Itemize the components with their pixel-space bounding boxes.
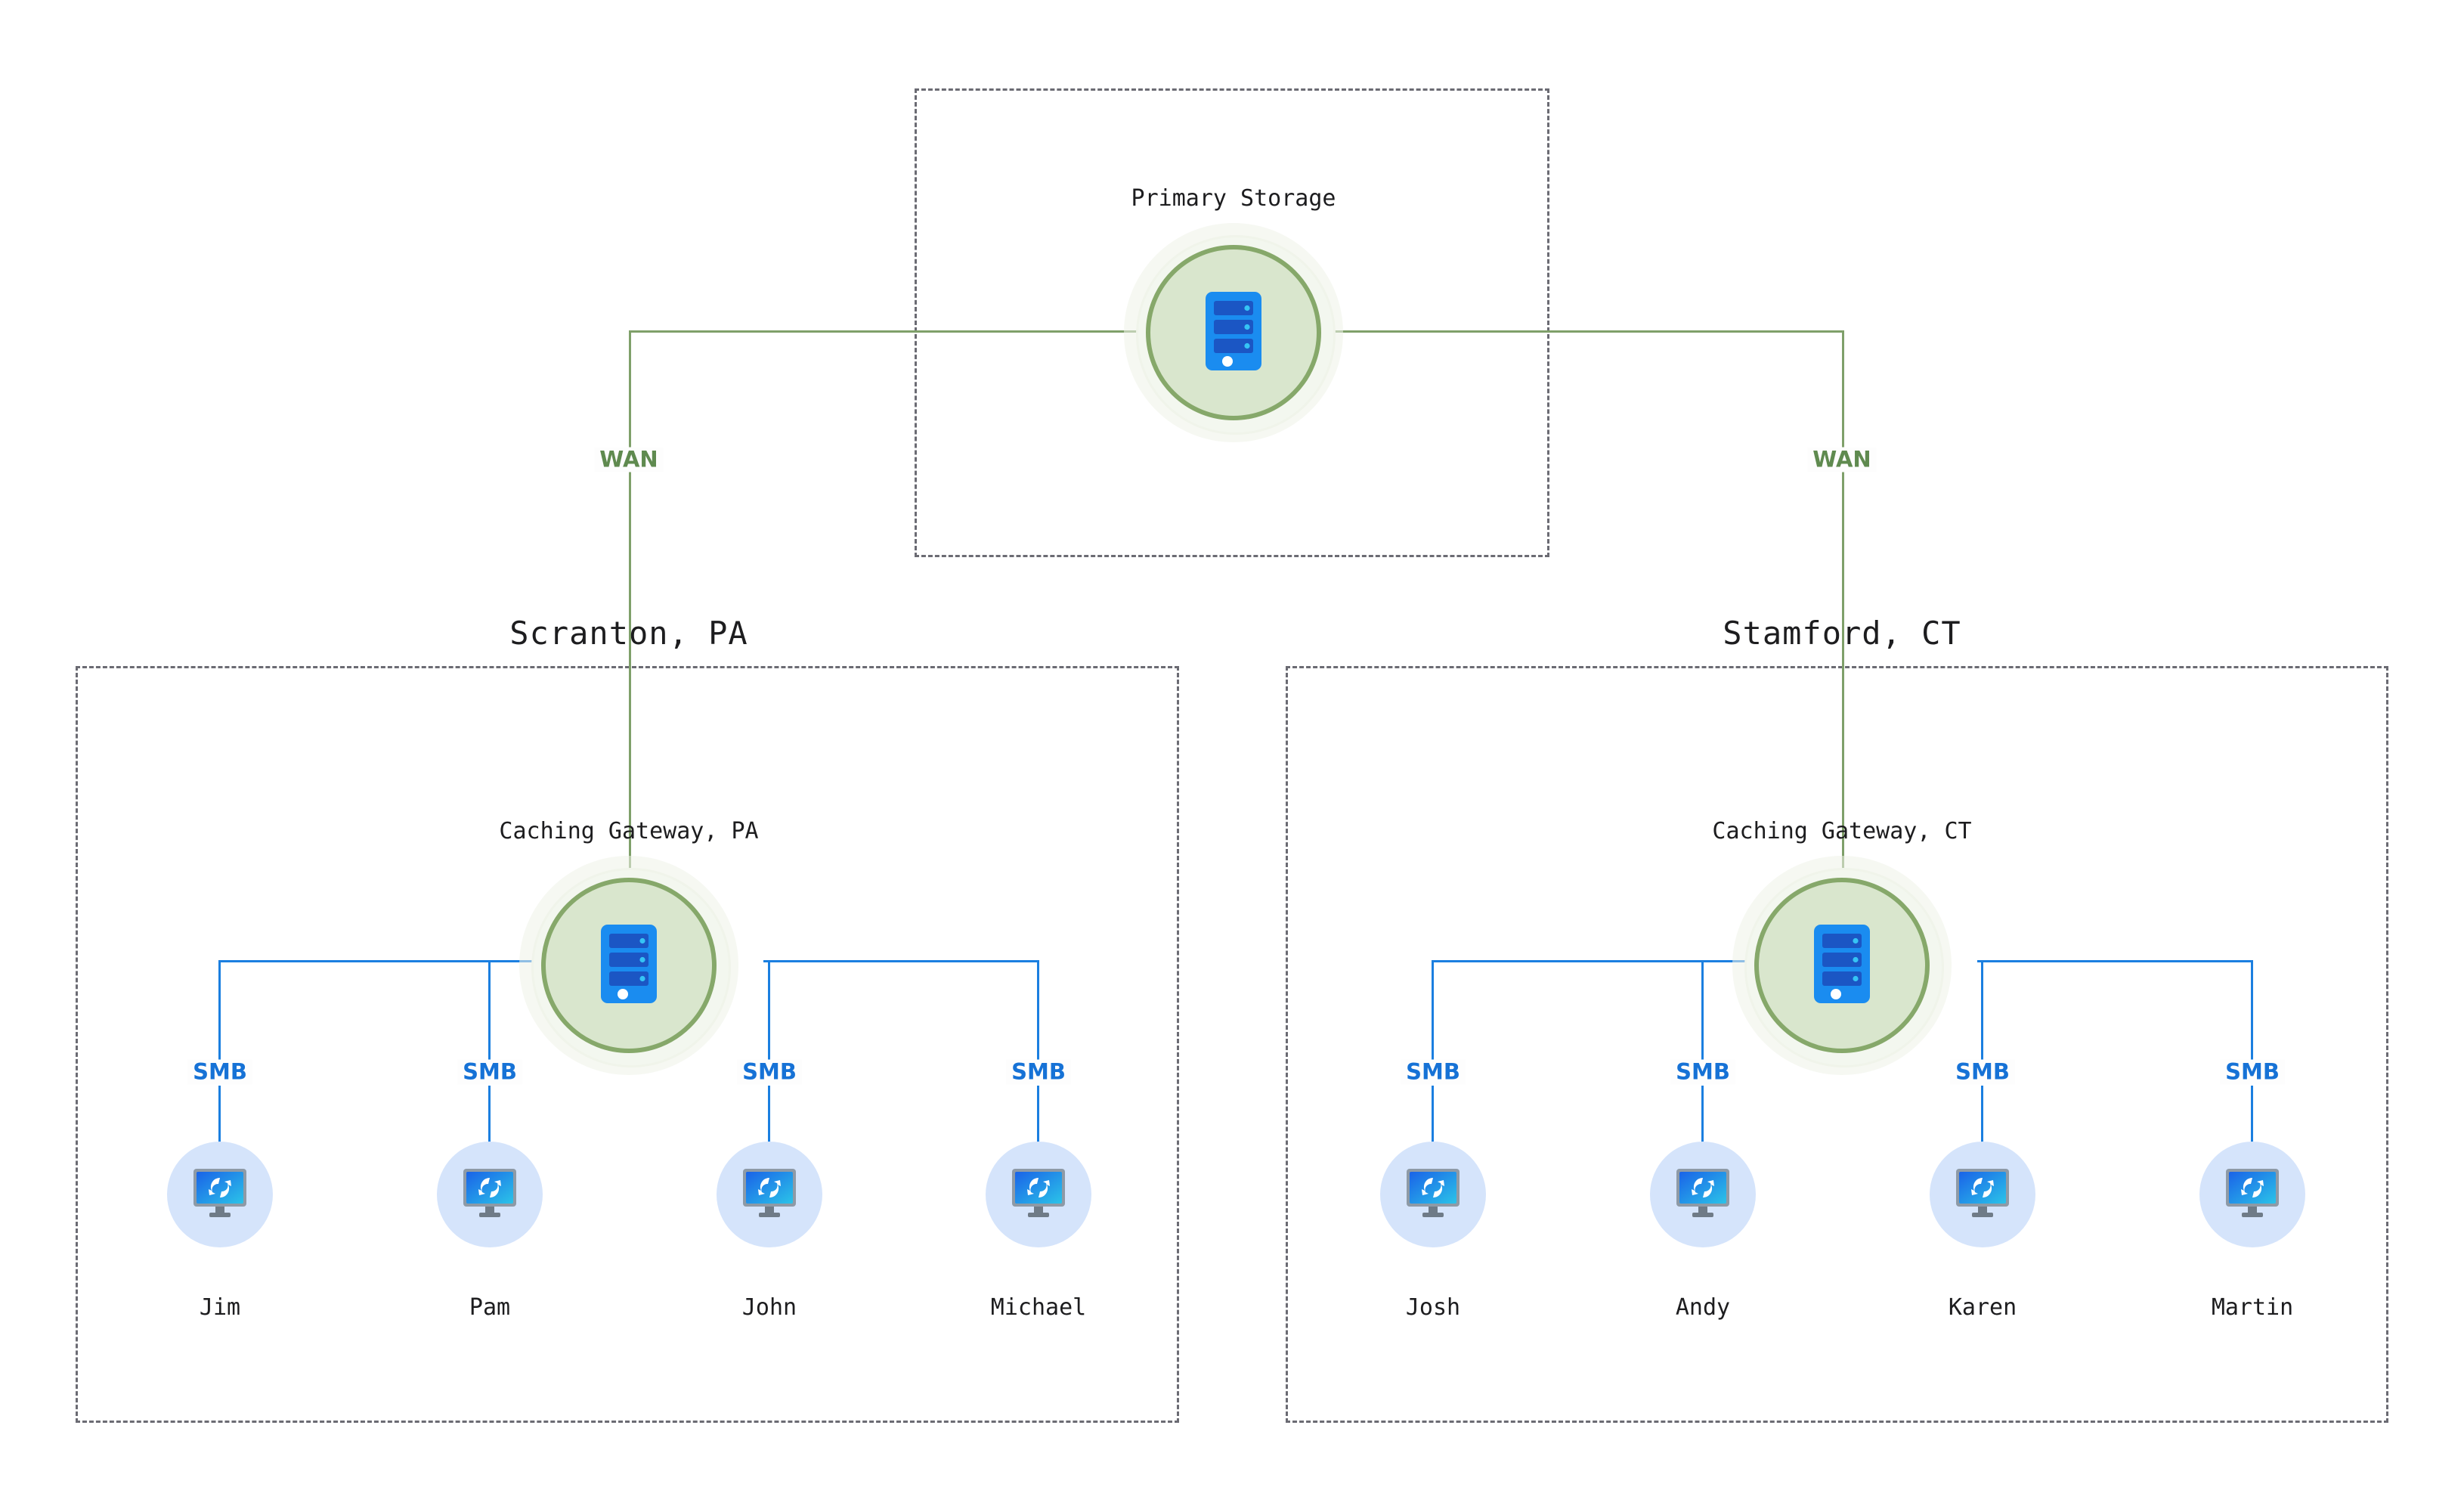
wan-drop-left: [629, 330, 631, 964]
smb-drop-martin-lower: [2251, 1086, 2253, 1143]
edge-label-smb-josh: SMB: [1401, 1059, 1466, 1085]
server-node-gateway-pa[interactable]: [519, 856, 738, 1075]
smb-bus-stamford-left: [1432, 960, 1855, 962]
workstation-sync-icon: [2224, 1168, 2280, 1221]
edge-label-smb-martin: SMB: [2220, 1059, 2285, 1085]
workstation-sync-icon: [192, 1168, 248, 1221]
wan-trunk-right: [1306, 330, 1844, 333]
server-halo-core: [1146, 245, 1321, 420]
workstation-sync-icon: [462, 1168, 518, 1221]
client-node-john[interactable]: [717, 1142, 822, 1247]
client-node-michael[interactable]: [986, 1142, 1091, 1247]
server-node-gateway-ct[interactable]: [1732, 856, 1952, 1075]
workstation-sync-icon: [741, 1168, 797, 1221]
client-label-josh: Josh: [1405, 1294, 1461, 1321]
workstation-sync-icon: [1675, 1168, 1731, 1221]
smb-drop-andy: [1701, 960, 1704, 1066]
group-title-stamford: Stamford, CT: [1723, 615, 1961, 652]
client-node-karen[interactable]: [1930, 1142, 2035, 1247]
client-label-jim: Jim: [199, 1294, 241, 1321]
smb-drop-karen: [1981, 960, 1983, 1066]
group-title-scranton: Scranton, PA: [509, 615, 748, 652]
smb-drop-pam: [488, 960, 491, 1066]
group-box-scranton: [76, 666, 1179, 1423]
smb-drop-josh: [1432, 960, 1434, 1066]
smb-drop-michael: [1037, 960, 1039, 1066]
client-node-josh[interactable]: [1380, 1142, 1486, 1247]
edge-label-wan-right: WAN: [1807, 447, 1877, 472]
edge-label-smb-pam: SMB: [457, 1059, 522, 1085]
group-box-stamford: [1286, 666, 2388, 1423]
client-label-michael: Michael: [990, 1294, 1087, 1321]
server-icon: [601, 925, 657, 1006]
client-node-jim[interactable]: [167, 1142, 273, 1247]
smb-drop-john: [768, 960, 770, 1066]
smb-drop-jim: [218, 960, 221, 1066]
workstation-sync-icon: [1955, 1168, 2011, 1221]
edge-label-smb-karen: SMB: [1950, 1059, 2015, 1085]
server-icon: [1814, 925, 1870, 1006]
server-node-primary[interactable]: [1124, 223, 1343, 442]
edge-label-smb-john: SMB: [737, 1059, 802, 1085]
client-node-andy[interactable]: [1650, 1142, 1756, 1247]
server-icon: [1206, 292, 1261, 373]
smb-drop-josh-lower: [1432, 1086, 1434, 1143]
edge-label-smb-michael: SMB: [1006, 1059, 1071, 1085]
workstation-sync-icon: [1405, 1168, 1461, 1221]
client-label-karen: Karen: [1948, 1294, 2017, 1321]
client-label-john: John: [741, 1294, 797, 1321]
smb-drop-pam-lower: [488, 1086, 491, 1143]
wan-drop-right: [1842, 330, 1844, 964]
gateway-ct-label: Caching Gateway, CT: [1712, 818, 1972, 844]
smb-drop-andy-lower: [1701, 1086, 1704, 1143]
smb-bus-stamford-right: [1977, 960, 2253, 962]
workstation-sync-icon: [1011, 1168, 1066, 1221]
client-label-andy: Andy: [1675, 1294, 1731, 1321]
primary-storage-label: Primary Storage: [1131, 185, 1336, 212]
client-label-pam: Pam: [469, 1294, 511, 1321]
smb-drop-jim-lower: [218, 1086, 221, 1143]
client-label-martin: Martin: [2211, 1294, 2294, 1321]
smb-bus-scranton-right: [763, 960, 1039, 962]
smb-drop-john-lower: [768, 1086, 770, 1143]
edge-label-smb-andy: SMB: [1670, 1059, 1735, 1085]
edge-label-smb-jim: SMB: [187, 1059, 252, 1085]
client-node-martin[interactable]: [2199, 1142, 2305, 1247]
smb-drop-karen-lower: [1981, 1086, 1983, 1143]
edge-label-wan-left: WAN: [594, 447, 664, 472]
smb-bus-scranton-left: [218, 960, 642, 962]
smb-drop-martin: [2251, 960, 2253, 1066]
group-box-primary-storage: [915, 88, 1549, 557]
wan-trunk-left: [629, 330, 1158, 333]
smb-drop-michael-lower: [1037, 1086, 1039, 1143]
gateway-pa-label: Caching Gateway, PA: [499, 818, 759, 844]
client-node-pam[interactable]: [437, 1142, 543, 1247]
